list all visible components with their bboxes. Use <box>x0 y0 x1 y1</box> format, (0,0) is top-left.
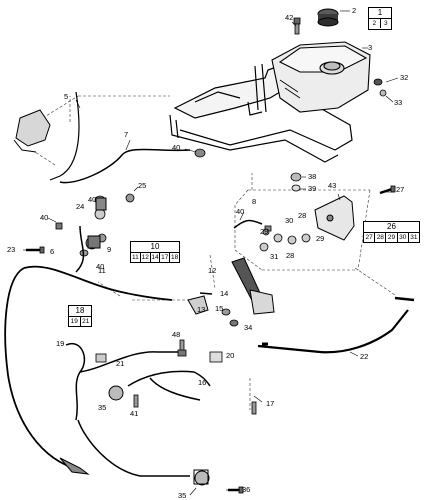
callout: 27 <box>396 185 404 194</box>
callout: 8 <box>252 197 256 206</box>
throttle-lever <box>187 257 275 315</box>
callout: 40 <box>40 213 48 222</box>
kit-box-26-cell: 30 <box>398 233 409 242</box>
small-parts <box>55 17 387 415</box>
callout: 15 <box>215 304 223 313</box>
callout: 17 <box>266 399 274 408</box>
callout: 36 <box>242 485 250 494</box>
callout: 28 <box>298 211 306 220</box>
callout: 5 <box>64 92 68 101</box>
dashed-leaders <box>29 95 396 410</box>
callout: 29 <box>260 227 268 236</box>
callout: 7 <box>124 130 128 139</box>
callout: 20 <box>226 351 234 360</box>
callout: 40 <box>96 262 104 271</box>
callout: 48 <box>172 330 180 339</box>
callout-ticks <box>189 351 359 496</box>
fuel-tank <box>271 41 371 113</box>
kit-box-1-cell: 3 <box>383 20 388 27</box>
callout: 23 <box>7 245 15 254</box>
callout: 14 <box>220 289 228 298</box>
cables <box>4 91 415 477</box>
kit-box-10-cell: 17 <box>161 253 171 262</box>
kit-box-26: 26 27 28 29 30 31 <box>363 221 420 243</box>
kit-box-10-cell: 12 <box>141 253 151 262</box>
kit-box-10: 10 11 12 14 17 18 <box>130 241 180 263</box>
kit-box-1-cell: 2 <box>369 19 381 28</box>
callout: 9 <box>107 245 111 254</box>
callout: 28 <box>286 251 294 260</box>
callout: 11 <box>98 266 106 275</box>
callout: 6 <box>50 247 54 256</box>
kit-box-10-cell: 18 <box>170 254 179 261</box>
callout: 33 <box>394 98 402 107</box>
callout: 25 <box>138 181 146 190</box>
kit-box-26-cell: 29 <box>386 233 398 242</box>
fitting-left <box>13 109 107 249</box>
callout: 34 <box>244 323 252 332</box>
callout: 29 <box>316 234 324 243</box>
kit-box-10-title: 10 <box>131 242 179 253</box>
callout: 38 <box>308 172 316 181</box>
callout: 3 <box>368 43 372 52</box>
callout: 16 <box>198 378 206 387</box>
callout: 31 <box>270 252 278 261</box>
kit-box-18: 18 19 21 <box>68 305 92 327</box>
callout-leaders <box>23 10 399 251</box>
kit-box-18-cell: 21 <box>82 318 90 325</box>
callout: 39 <box>308 184 316 193</box>
callout: 13 <box>197 305 205 314</box>
callout: 21 <box>116 359 124 368</box>
lower-fittings <box>59 385 210 486</box>
kit-box-1-title: 1 <box>369 8 391 19</box>
kit-box-18-title: 18 <box>69 306 91 317</box>
callout: 40 <box>236 207 244 216</box>
callout: 43 <box>328 181 336 190</box>
callout: 40 <box>172 143 180 152</box>
callout: 42 <box>285 13 293 22</box>
kit-box-26-title: 26 <box>364 222 419 233</box>
kit-box-26-cell: 28 <box>375 233 387 242</box>
handle-frame <box>169 61 353 163</box>
callout: 35 <box>178 491 186 500</box>
callout: 24 <box>76 202 84 211</box>
callout: 32 <box>400 73 408 82</box>
kit-box-26-cell: 27 <box>364 233 376 242</box>
callout: 2 <box>352 6 356 15</box>
kit-box-26-cell: 31 <box>410 234 418 241</box>
kit-box-18-cell: 19 <box>69 317 81 326</box>
callout: 12 <box>208 266 216 275</box>
callout: 22 <box>360 352 368 361</box>
callout: 19 <box>56 339 64 348</box>
fuel-cap <box>317 8 339 27</box>
kit-box-10-cell: 14 <box>151 253 161 262</box>
bracket <box>314 195 355 241</box>
kit-box-1: 1 2 3 <box>368 7 392 30</box>
callout: 40 <box>88 195 96 204</box>
callout-labels: 42 2 3 32 33 5 7 40 25 38 39 43 27 40 8 … <box>7 6 408 500</box>
callout: 35 <box>98 403 106 412</box>
kit-box-10-cell: 11 <box>131 253 141 262</box>
callout: 30 <box>285 216 293 225</box>
callout: 41 <box>130 409 138 418</box>
